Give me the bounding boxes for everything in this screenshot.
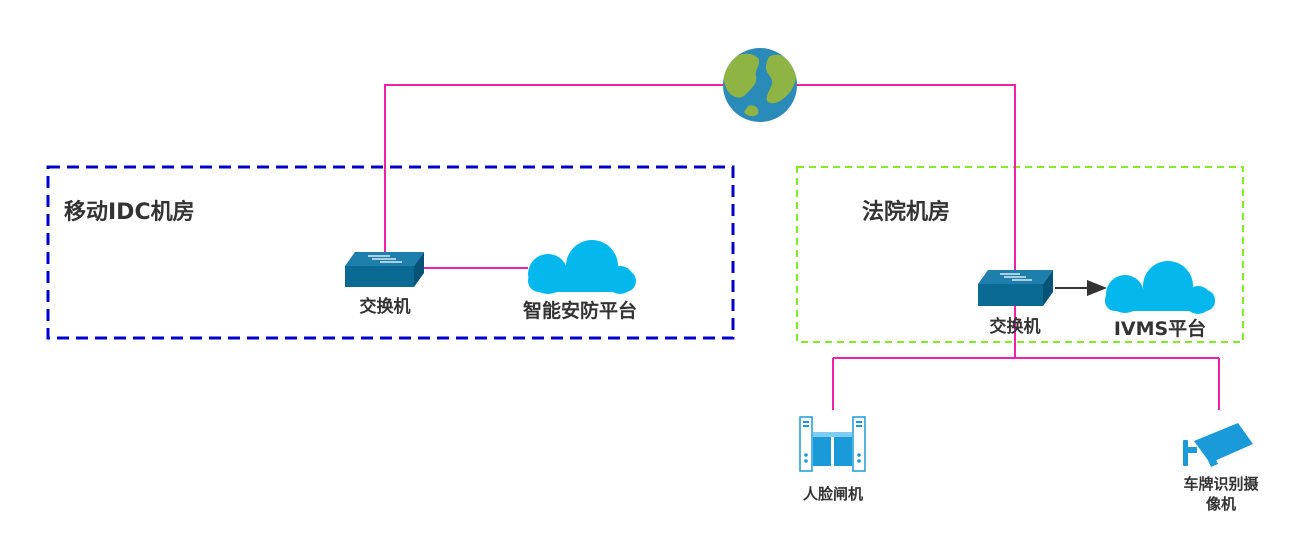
link-internet-to-left-switch [384,84,724,252]
cloud-icon [528,240,636,294]
cloud-icon [1105,261,1215,314]
mobile-idc-room-border [46,165,735,340]
left-switch-label: 交换机 [359,297,411,317]
plate-camera-label-line1: 车牌识别摄 [1183,475,1259,493]
security-platform-label: 智能安防平台 [522,300,637,322]
plate-camera-label-line2: 像机 [1205,495,1236,513]
face-gate-label: 人脸闸机 [802,485,863,503]
plate-camera-label: 车牌识别摄 像机 [1171,474,1271,514]
network-switch-icon [345,252,424,287]
globe-icon [723,48,797,122]
court-room-title: 法院机房 [862,200,951,225]
court-room-border [796,166,1244,343]
mobile-idc-room-title: 移动IDC机房 [64,200,195,225]
link-internet-to-right-switch [797,84,1016,270]
network-switch-icon [978,270,1053,306]
right-switch-label: 交换机 [989,317,1041,337]
network-links [384,84,1220,410]
ivms-platform-label: IVMS平台 [1113,318,1207,340]
surveillance-camera-icon [1183,423,1253,467]
turnstile-gate-icon [799,416,866,472]
